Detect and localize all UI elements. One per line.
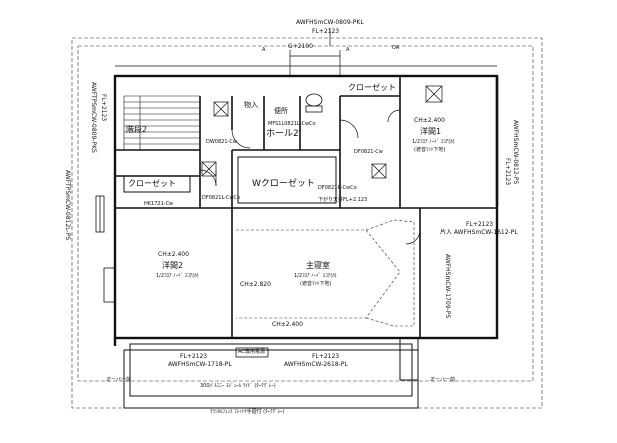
floor-note-2: 1/2ﾌﾛｱ ﾉｰﾄﾞ ｽｺｱ(ｶ) (156, 273, 199, 279)
balcony-note: 300ﾊﾞﾙｺﾆｰ ﾓｼﾞｭｰﾙ ﾜｲﾄﾞ (ﾀｰｸｸﾞﾚｰ) (200, 383, 276, 389)
ceiling-master-a: CH±2.820 (240, 281, 271, 288)
bottom-fl-1: FL+2123 (180, 353, 208, 360)
door-code-3: DF0821R-CwCo (318, 185, 357, 191)
door-a2: A (346, 47, 350, 53)
sub-note-1: (遮音ﾏｯﾄ下地) (414, 147, 446, 153)
right-fl-1: FL+2123 (504, 158, 511, 186)
right-code-3: AWFHSmCW-1709-PS (444, 254, 451, 319)
room-western1: 洋間1 (420, 127, 442, 136)
ceiling-western2: CH±2.400 (158, 251, 189, 258)
room-master: 主寝室 (306, 261, 330, 270)
right-code-1: AWFHSmCW-0812-PS (512, 120, 519, 185)
ceiling-master-b: CH±2.400 (272, 321, 303, 328)
railing-note: ｸﾗｼｶﾙﾌｪﾝｽ ﾌﾚｯﾄﾔ手摺付 (ﾀｰｸｸﾞﾚｰ) (210, 409, 285, 415)
right-code-2: 片入 AWFHSmCW-1612-PL (440, 229, 518, 236)
floor-note-1: 1/2ﾌﾛｱ ﾉｰﾄﾞ ｽｺｱ(ｶ) (412, 139, 455, 145)
door-oa: OA (392, 45, 400, 51)
bottom-code-1: AWFHSmCW-1718-PL (168, 361, 232, 368)
ac-note: AC専用電源 (238, 349, 265, 355)
floor-note-3: 1/2ﾌﾛｱ ﾉｰﾄﾞ ｽｺｱ(ｶ) (294, 273, 337, 279)
room-walk-in: Wクローゼット (252, 179, 315, 189)
room-closet: クローゼット (128, 179, 176, 188)
bottom-code-2: AWFHSmCW-2618-PL (284, 361, 348, 368)
room-stair: 階段2 (126, 125, 148, 134)
left-fl: FL+2123 (100, 94, 107, 122)
room-western2: 洋間2 (162, 261, 184, 270)
overhang-left: オーバー前 (106, 377, 131, 383)
ceiling-western1: CH±2.400 (414, 117, 445, 124)
right-fl-2: FL+2123 (466, 221, 494, 228)
room-hall: ホール2 (266, 129, 299, 139)
room-storage: 物入 (244, 101, 258, 109)
left-code-2: AWFTPSmCW-0809-PKS (90, 82, 97, 153)
room-toilet: 便所 (274, 107, 288, 115)
top-code: AWFHSmCW-0809-PKL (296, 19, 364, 26)
door-a1: A (262, 47, 266, 53)
bottom-fl-2: FL+2123 (312, 353, 340, 360)
door-code-6: MFS1L0821L-CwCo (268, 121, 316, 127)
sub-note-3: (遮音ﾏｯﾄ下地) (300, 281, 332, 287)
left-code-1: AWFTPSmCW-0812L-PS (64, 170, 71, 241)
door-code-4: DF0821-Cw (354, 149, 383, 155)
overhang-right: オーバー前 (430, 377, 455, 383)
door-code-5: DW0821-Cw (206, 139, 237, 145)
door-code-1: HK1721-Cw (144, 201, 174, 207)
room-closet-top: クローゼット (348, 83, 396, 92)
door-code-2: DF0821L-CwCo (202, 195, 241, 201)
dim-top: G+2100 (288, 43, 313, 50)
top-fl: FL+2123 (312, 28, 340, 35)
loft-note: 下がり天井FL+2.123 (318, 197, 368, 203)
